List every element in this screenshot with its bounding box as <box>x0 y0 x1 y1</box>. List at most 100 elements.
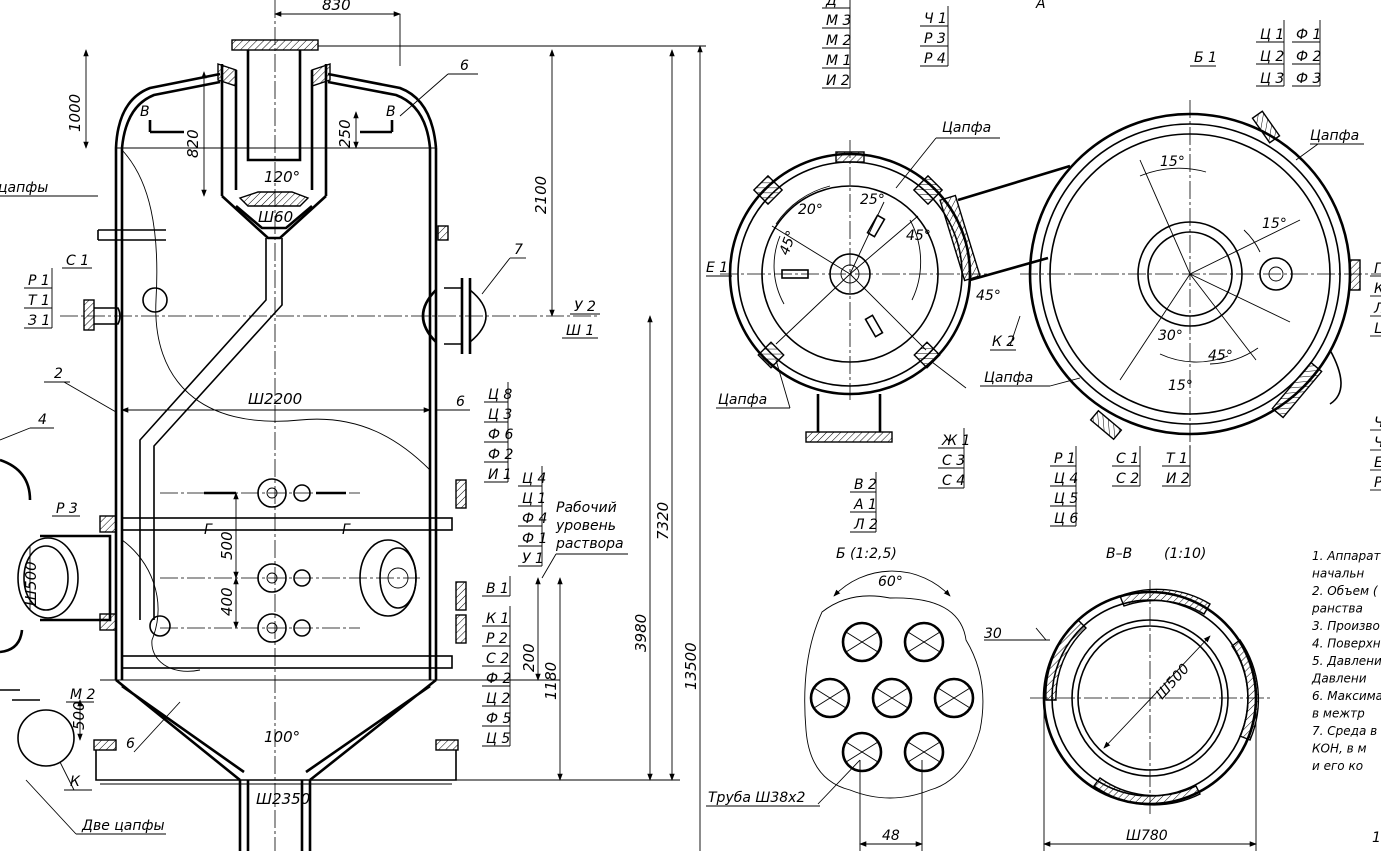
angle-15c: 15° <box>1168 378 1193 394</box>
angle-45d: 45° <box>1208 348 1233 364</box>
callout-6a: 6 <box>460 58 469 74</box>
tag-label: Ф 5 <box>486 711 512 727</box>
dim-1000: 1000 <box>66 94 84 132</box>
tag-label: С 4 <box>942 473 965 489</box>
tag-label: Ф 6 <box>488 427 514 443</box>
callout-2: 2 <box>54 366 63 382</box>
shell-left-wall <box>114 148 124 680</box>
tag-label: Ц 5 <box>1054 491 1078 507</box>
dim-250: 250 <box>336 119 354 148</box>
detail-b-48: 48 <box>882 828 900 844</box>
label-e1: Е 1 <box>706 260 728 276</box>
tag-label: Т 1 <box>28 293 50 309</box>
label-k2: К 2 <box>992 334 1015 350</box>
tube-circle <box>933 677 975 719</box>
callout-7: 7 <box>514 242 523 258</box>
tag-label: Р 3 <box>924 31 946 47</box>
tag-label: Ц 5 <box>486 731 510 747</box>
section-g-right: Г <box>342 522 351 538</box>
tag-label: С 1 <box>1116 451 1139 467</box>
dim-13500: 13500 <box>682 642 700 690</box>
dim-2100: 2100 <box>532 176 550 214</box>
tag-label: С 3 <box>942 453 965 469</box>
tag-label: Ф 2 <box>1296 49 1322 65</box>
note-line: КОН, в м <box>1312 742 1367 756</box>
section-k: К <box>70 774 81 790</box>
dim-w500: Ш500 <box>22 561 40 606</box>
tag-label: С 2 <box>486 651 509 667</box>
tag-label: Ц 4 <box>522 471 546 487</box>
tag-label: Р 3 <box>56 501 78 517</box>
note-line: 6. Максима <box>1312 689 1381 703</box>
detail-vv-scale: (1:10) <box>1164 546 1206 562</box>
angle-45c: 45° <box>976 288 1001 304</box>
tag-label: Д <box>825 0 837 9</box>
tag-label: Ц 2 <box>1260 49 1284 65</box>
tube-circle <box>841 621 883 663</box>
tag-label: Л 2 <box>853 517 878 533</box>
tag-label: Ф 1 <box>1296 27 1321 43</box>
note-line: Давлени <box>1311 672 1367 686</box>
tag-label: Ц 3 <box>1260 71 1284 87</box>
tag-label: Ф 2 <box>486 671 512 687</box>
tag-label: И 2 <box>1166 471 1190 487</box>
tag-label: И 2 <box>826 73 850 89</box>
tag-label: Ч 1 <box>924 11 947 27</box>
note-line: 5. Давлени <box>1312 654 1381 668</box>
tag-label: М 2 <box>70 687 96 703</box>
tag-label: Ф 4 <box>522 511 547 527</box>
note-line: 2. Объем ( <box>1312 584 1379 598</box>
section-v-right: В <box>386 104 396 120</box>
tag-label: Ц <box>1374 321 1381 337</box>
plan-title: А <box>1035 0 1046 12</box>
note-line: ранства <box>1311 602 1363 616</box>
tag-label: К <box>1374 281 1381 297</box>
tag-label: У 1 <box>522 551 544 567</box>
detail-vv: В–В (1:10) Ш500 Ш780 30 <box>984 546 1270 851</box>
detail-vv-w780: Ш780 <box>1126 828 1168 844</box>
callout-4: 4 <box>38 412 47 428</box>
tag-label: Ц 3 <box>488 407 512 423</box>
label-tsapfa-3: Цапфа <box>984 370 1033 386</box>
shell-right-wall <box>428 148 438 680</box>
shell-top-cap <box>114 72 221 149</box>
callouts: 6 7 2 4 6 6 цапфы Две цапфы К В В Г Г Ра… <box>0 58 628 835</box>
flange-group <box>257 478 311 643</box>
label-uroven: уровень <box>555 518 616 534</box>
tag-label: У 2 <box>574 299 596 315</box>
tag-label: Ш 1 <box>566 323 594 339</box>
tag-label: Ф 3 <box>1296 71 1321 87</box>
downcomer-tube <box>139 238 283 620</box>
tag-label: Р 1 <box>1054 451 1076 467</box>
dim-820: 820 <box>184 129 202 158</box>
tag-label: С 2 <box>1116 471 1139 487</box>
tag-label: И 1 <box>488 467 512 483</box>
section-v-left: В <box>140 104 150 120</box>
tag-label: В 2 <box>854 477 877 493</box>
dim-500b: 500 <box>70 701 88 730</box>
dim-400: 400 <box>218 587 236 616</box>
tag-label: К 1 <box>486 611 509 627</box>
tag-label: Г <box>1374 261 1381 277</box>
detail-vv-title: В–В <box>1106 546 1132 562</box>
detail-b: Б (1:2,5) 60° Труба Ш38х2 48 <box>706 546 984 851</box>
tag-label: Ц 8 <box>488 387 512 403</box>
dim-200: 200 <box>520 643 538 672</box>
dim-830: 830 <box>322 0 351 14</box>
dim-7320: 7320 <box>654 502 672 540</box>
dimensions: 830 1000 820 250 2100 Ш2200 500 400 200 … <box>22 0 706 851</box>
angle-25: 25° <box>860 192 885 208</box>
label-rabochiy: Рабочий <box>556 500 617 516</box>
detail-b-angle: 60° <box>878 574 903 590</box>
dim-500a: 500 <box>218 531 236 560</box>
tube-circle <box>903 731 945 773</box>
dim-3980: 3980 <box>632 614 650 652</box>
tag-label: Ц 2 <box>486 691 510 707</box>
tag-label: Р 4 <box>924 51 946 67</box>
tag-label: Ф 2 <box>488 447 514 463</box>
tag-label: Р <box>1374 475 1381 491</box>
page-number: 1. <box>1372 830 1381 846</box>
detail-b-tube: Труба Ш38х2 <box>708 790 805 806</box>
